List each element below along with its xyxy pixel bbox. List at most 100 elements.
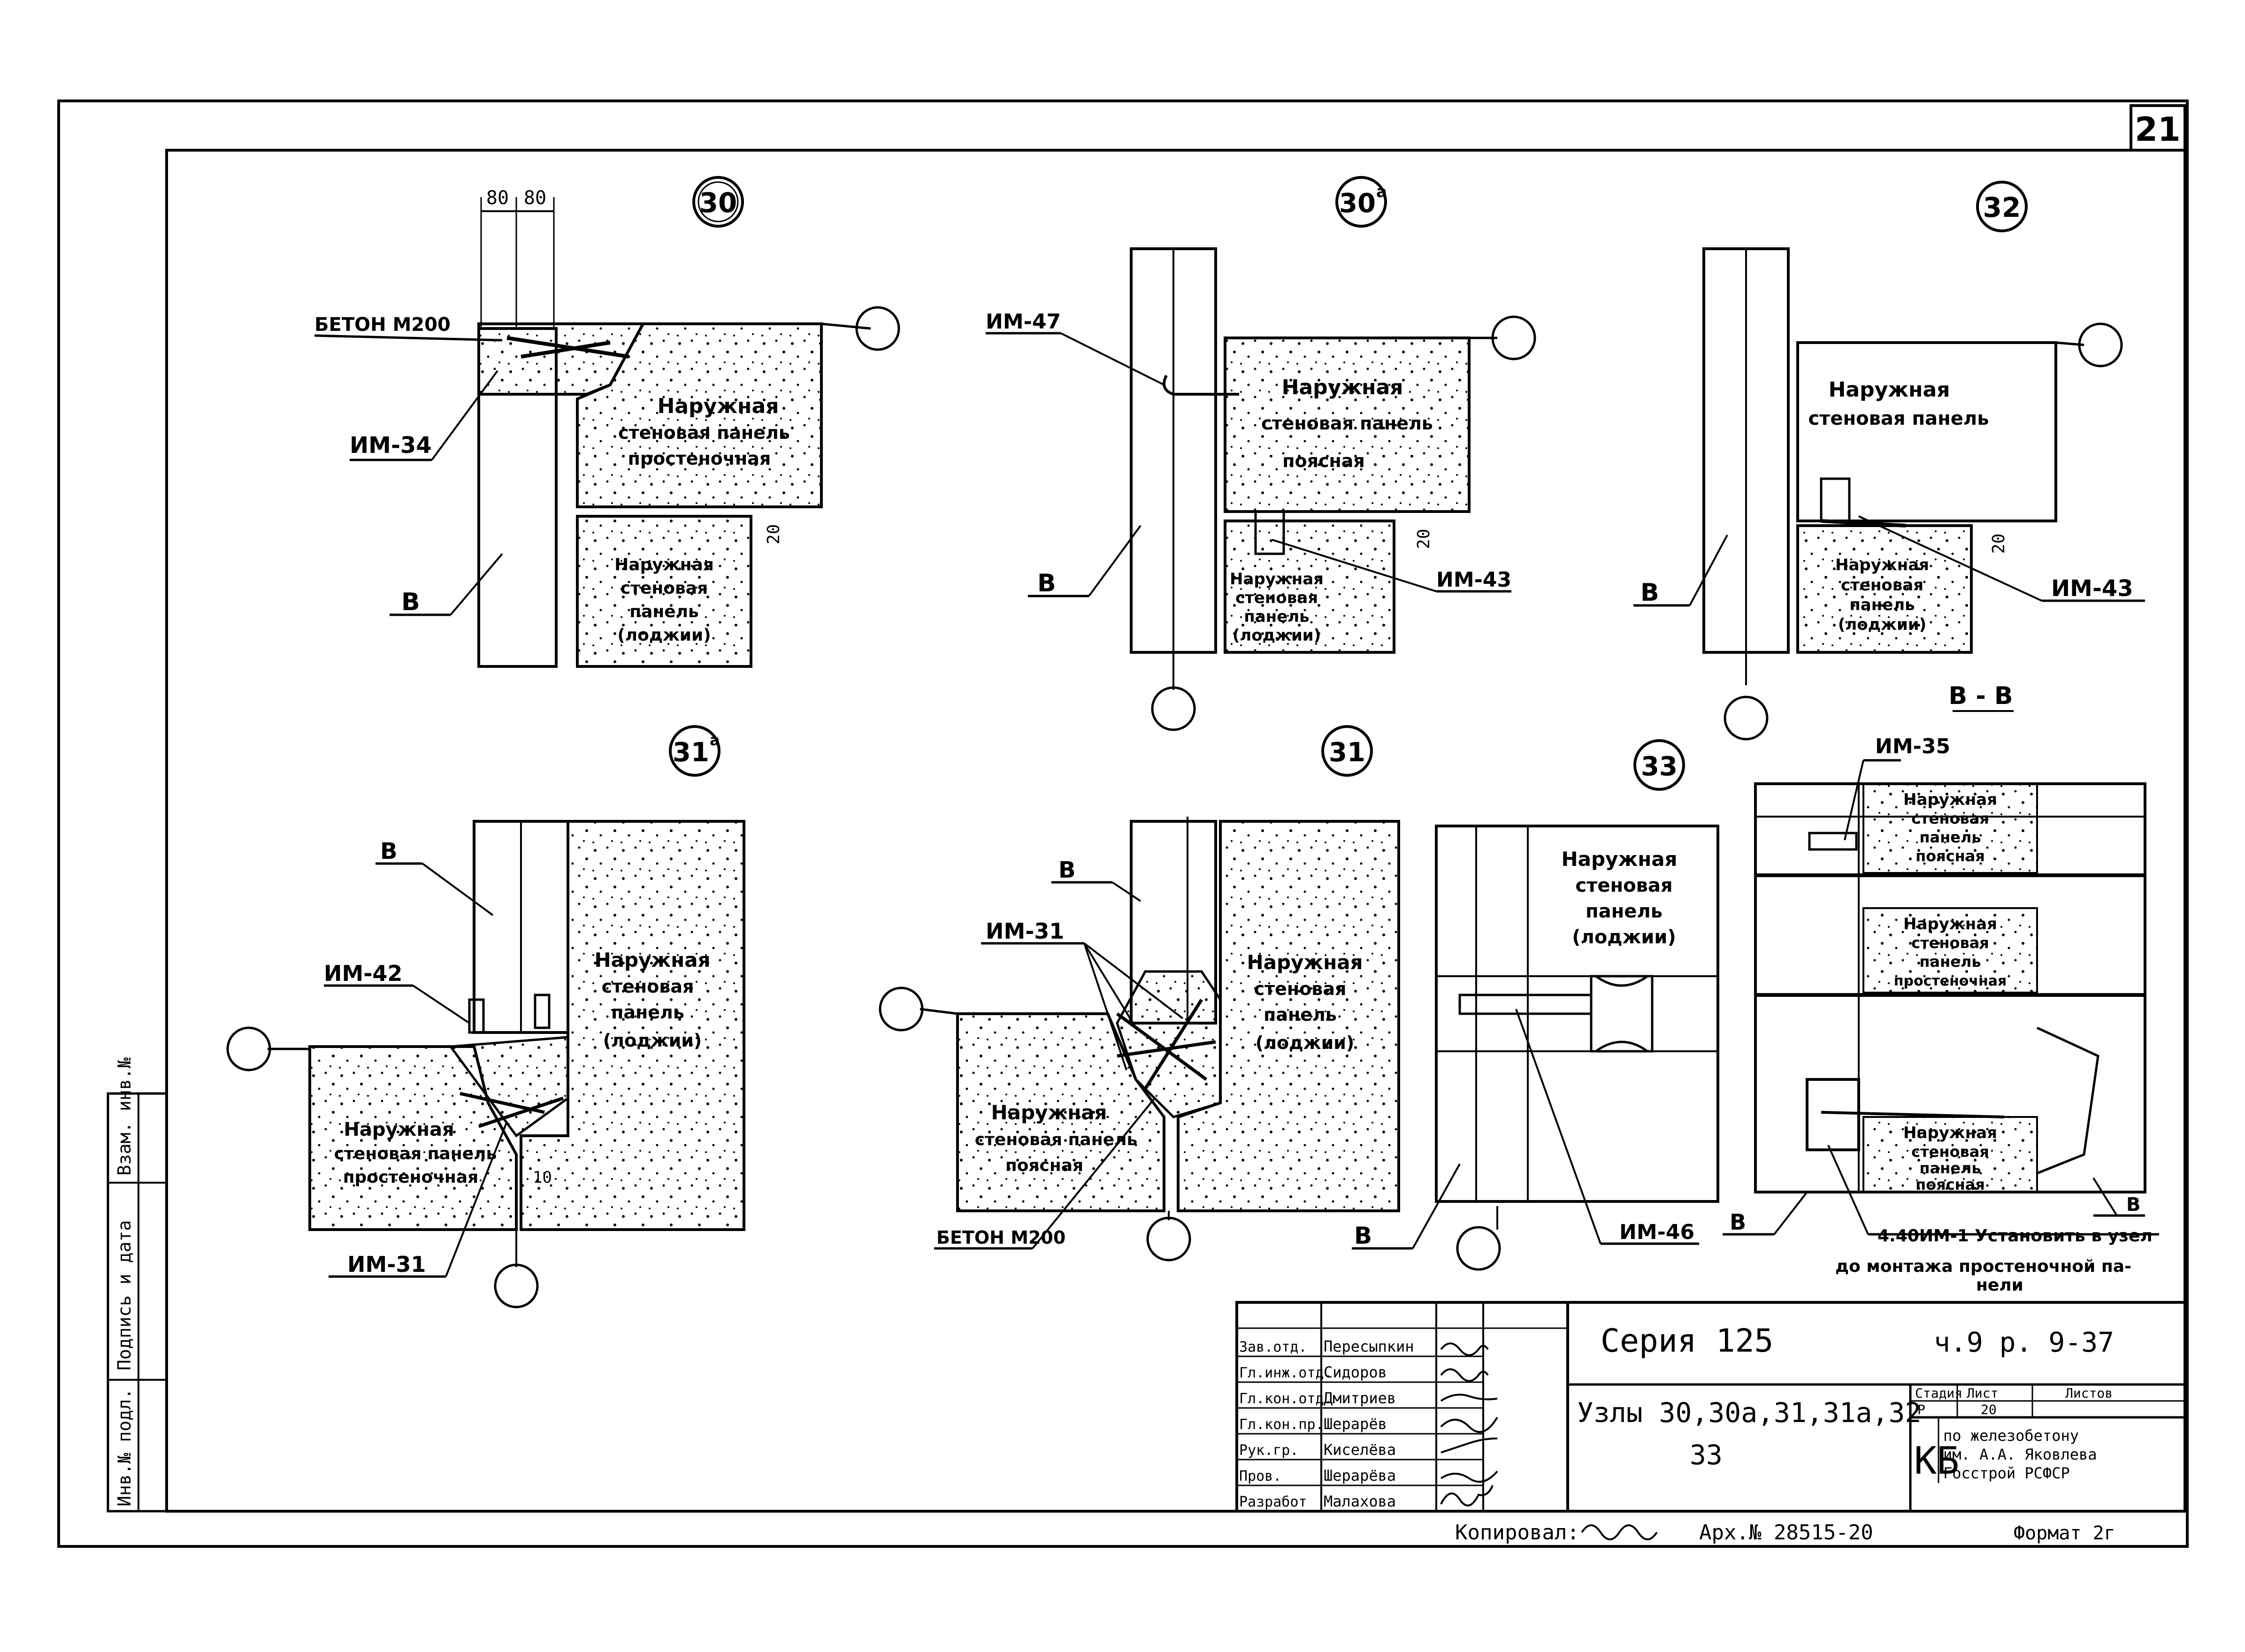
node-31-marker — [1321, 725, 1373, 777]
node-30-panel-top-l1: Наружная — [658, 394, 779, 418]
tb-col-sheets: Листов — [2065, 1385, 2113, 1401]
node-30a-panel-top — [1224, 337, 1471, 513]
section-note-3: нели — [1976, 1276, 2023, 1295]
node-33-im-label: ИМ-46 — [1619, 1220, 1694, 1244]
title-block: Зав.отд. Гл.инж.отд. Гл.кон.отд. Гл.кон.… — [1235, 1301, 2186, 1513]
tb-series: Серия 125 — [1601, 1323, 1773, 1360]
tb-sheet: 20 — [1981, 1402, 1997, 1417]
node-32-panel-bot-l3: панель — [1849, 596, 1915, 614]
node-30-panel-bot-l3: панель — [629, 602, 699, 621]
node-32-gap: 20 — [1989, 534, 2008, 554]
node-30a-im-bot-label: ИМ-43 — [1436, 568, 1511, 592]
node-32-panel-top-l2: стеновая панель — [1808, 408, 1989, 429]
node-32-panel-bot-l4: (лоджии) — [1838, 615, 1926, 634]
tb-role-2: Гл.инж.отд. — [1239, 1365, 1333, 1381]
node-31a-im-top-label: ИМ-42 — [324, 961, 402, 986]
section-b2-label: В — [2126, 1194, 2141, 1216]
tb-org-2: им. А.А. Яковлева — [1943, 1446, 2097, 1463]
side-stamp-vzam: Взам. инв.№ — [114, 1057, 135, 1176]
node-30-gap: 20 — [764, 524, 783, 544]
section-panel1-l3: панель — [1919, 828, 1981, 846]
node-33-number: 33 — [1641, 751, 1678, 782]
node-30-panel-top-l3: простеночная — [628, 448, 771, 469]
node-32: 32 ИМ-43 В Наружная стеновая панель Нару… — [1633, 181, 2145, 741]
tb-org-1: по железобетону — [1943, 1427, 2079, 1445]
tb-col-stage: Стадия — [1915, 1385, 1962, 1401]
node-31-number: 31 — [1329, 737, 1365, 768]
node-32-im-label: ИМ-43 — [2051, 575, 2133, 602]
node-30a-marker — [1335, 176, 1387, 228]
node-31-panel-left-l2: стеновая панель — [975, 1130, 1138, 1149]
node-30-dim-1: 80 — [486, 187, 509, 209]
tb-name-6: Шерарёва — [1324, 1467, 1396, 1484]
node-33-panel-l2: стеновая — [1575, 875, 1672, 896]
tb-role-7: Разработ — [1239, 1494, 1307, 1510]
node-31a-panel-right-l1: Наружная — [594, 948, 710, 971]
node-32-number: 32 — [1983, 191, 2021, 223]
node-32-panel-top-l1: Наружная — [1829, 378, 1950, 402]
node-31-im-label: ИМ-31 — [986, 918, 1064, 944]
node-30-beton-label: БЕТОН М200 — [314, 314, 451, 336]
tb-name-5: Киселёва — [1324, 1441, 1396, 1459]
section-panel3-l2: стеновая — [1911, 1143, 1989, 1161]
node-32-panel-top — [1796, 341, 2057, 522]
node-30a-panel-top-l2: стеновая панель — [1261, 413, 1433, 434]
node-31-b-label: В — [1058, 857, 1076, 883]
node-30-b-label: В — [401, 588, 420, 616]
node-30: 30 80 80 БЕТОН М200 ИМ-34 В Наружная сте… — [314, 176, 900, 668]
node-31a-im-bot-label: ИМ-31 — [347, 1252, 426, 1277]
section-note-1: 4.40ИМ-1 Установить в узел — [1877, 1226, 2153, 1246]
node-31a-number: 31 — [673, 737, 709, 768]
tb-kb: КБ — [1914, 1439, 1959, 1483]
node-31a-number-sup: а — [710, 731, 720, 749]
node-30a: 30 а ИМ-47 ИМ-43 В Наружная стеновая пан… — [986, 176, 1536, 731]
node-31a-b-label: В — [380, 838, 398, 864]
section-panel2-l1: Наружная — [1903, 915, 1997, 933]
sheet-number: 21 — [2135, 110, 2180, 149]
node-33: 33 В ИМ-46 Наружная стеновая панель (лод… — [1352, 739, 1719, 1271]
node-30-marker — [692, 176, 744, 228]
tb-role-3: Гл.кон.отд. — [1239, 1391, 1333, 1407]
node-30-im-label: ИМ-34 — [350, 432, 432, 459]
node-32-panel-bot-l1: Наружная — [1835, 556, 1929, 574]
node-31a-marker — [669, 725, 720, 777]
node-31a-panel-left-l3: простеночная — [343, 1168, 479, 1187]
footer: Копировал: Арх.№ 28515-20 Формат 2г — [1455, 1521, 2115, 1545]
node-30a-panel-bot-l3: панель — [1244, 607, 1309, 626]
signatures — [1440, 1342, 1498, 1507]
node-30-panel-bot-l4: (лоджии) — [617, 626, 711, 645]
section-panel2-l4: простеночная — [1894, 973, 2007, 989]
tb-name-3: Дмитриев — [1324, 1389, 1396, 1407]
node-30a-panel-bottom — [1224, 520, 1395, 654]
section-panel3-l1: Наружная — [1903, 1124, 1997, 1142]
side-stamp-sign: Подпись и дата — [114, 1220, 135, 1370]
tb-name-7: Малахова — [1324, 1492, 1396, 1510]
node-30a-panel-bot-l2: стеновая — [1235, 589, 1318, 607]
node-33-panel-l4: (лоджии) — [1572, 926, 1676, 948]
tb-desc-1: Узлы 30,30а,31,31а,32 — [1577, 1397, 1921, 1429]
node-33-b-label: В — [1354, 1222, 1372, 1249]
node-31-panel-left-l3: поясная — [1005, 1156, 1083, 1175]
node-31-beton-label: БЕТОН М200 — [936, 1227, 1065, 1248]
node-32-panel-bot-l2: стеновая — [1841, 576, 1923, 595]
side-stamp: Инв.№ подл. Подпись и дата Взам. инв.№ — [107, 1057, 168, 1513]
node-32-marker — [1976, 181, 2028, 232]
node-31-panel-right-l2: стеновая — [1254, 979, 1347, 999]
section-im-label: ИМ-35 — [1875, 734, 1950, 758]
section-panel-1 — [1862, 783, 2038, 874]
node-31-panel-right-l4: (лоджии) — [1256, 1032, 1354, 1053]
node-31a-panel-right-l3: панель — [611, 1002, 684, 1023]
section-panel1-l1: Наружная — [1903, 790, 1997, 809]
section-panel1-l2: стеновая — [1911, 810, 1989, 827]
node-31a-panel-right — [520, 820, 745, 1231]
tb-name-4: Шерарёв — [1324, 1415, 1387, 1433]
tb-part: ч.9 р. 9-37 — [1934, 1326, 2114, 1358]
section-panel2-l2: стеновая — [1911, 934, 1989, 952]
node-31-panel-left-l1: Наружная — [991, 1101, 1107, 1124]
node-30-panel-bot-l1: Наружная — [614, 555, 714, 574]
node-31: 31 В ИМ-31 БЕТОН М200 Наружная стеновая … — [879, 725, 1400, 1262]
section-panel1-l4: поясная — [1916, 847, 1985, 865]
tb-desc-2: 33 — [1690, 1439, 1723, 1471]
section-b1-label: В — [1730, 1209, 1746, 1235]
tb-name-1: Пересыпкин — [1324, 1338, 1414, 1355]
